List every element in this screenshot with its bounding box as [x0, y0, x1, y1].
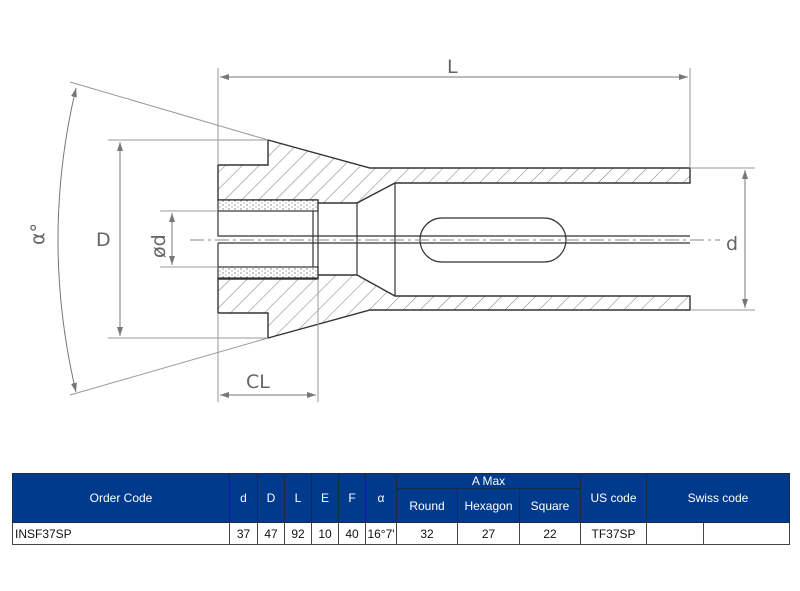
cell-d: 37	[229, 522, 258, 545]
header-order-code: Order Code	[12, 473, 230, 523]
header-F: F	[338, 473, 366, 523]
cell-us-code: TF37SP	[580, 522, 647, 545]
header-d: d	[229, 473, 258, 523]
table-row: INSF37SP 37 47 92 10 40 16°7' 32 27 22 T…	[12, 522, 790, 545]
cell-order-code: INSF37SP	[12, 522, 230, 545]
header-D: D	[257, 473, 285, 523]
cell-square: 22	[519, 522, 581, 545]
cell-swiss-code-1	[646, 522, 704, 545]
header-a-max: A Max	[396, 473, 581, 489]
spec-table: Order Code d D L E F α A Max US code Swi…	[12, 473, 790, 545]
cell-swiss-code-2	[703, 522, 790, 545]
header-us-code: US code	[580, 473, 647, 523]
header-round: Round	[396, 488, 458, 523]
cell-L: 92	[284, 522, 312, 545]
header-hexagon: Hexagon	[457, 488, 520, 523]
label-D: D	[96, 229, 111, 251]
cell-alpha: 16°7'	[365, 522, 397, 545]
grit-insert-upper	[217, 199, 319, 212]
header-E: E	[311, 473, 339, 523]
collet-body-upper	[217, 139, 691, 204]
header-square: Square	[519, 488, 581, 523]
technical-drawing: L D ød d CL α°	[27, 56, 755, 402]
label-d: d	[726, 233, 738, 255]
cell-E: 10	[311, 522, 339, 545]
cell-hexagon: 27	[457, 522, 520, 545]
header-L: L	[284, 473, 312, 523]
label-L: L	[447, 56, 458, 78]
collet-body-lower	[217, 274, 691, 339]
label-d-inner: ød	[148, 234, 170, 258]
cell-round: 32	[396, 522, 458, 545]
label-CL: CL	[246, 371, 270, 393]
header-alpha: α	[365, 473, 397, 523]
cell-F: 40	[338, 522, 366, 545]
cell-D: 47	[257, 522, 285, 545]
dim-alpha	[57, 87, 77, 393]
header-swiss-code: Swiss code	[646, 473, 790, 523]
grit-insert-lower	[217, 266, 319, 279]
label-alpha: α°	[27, 223, 49, 245]
